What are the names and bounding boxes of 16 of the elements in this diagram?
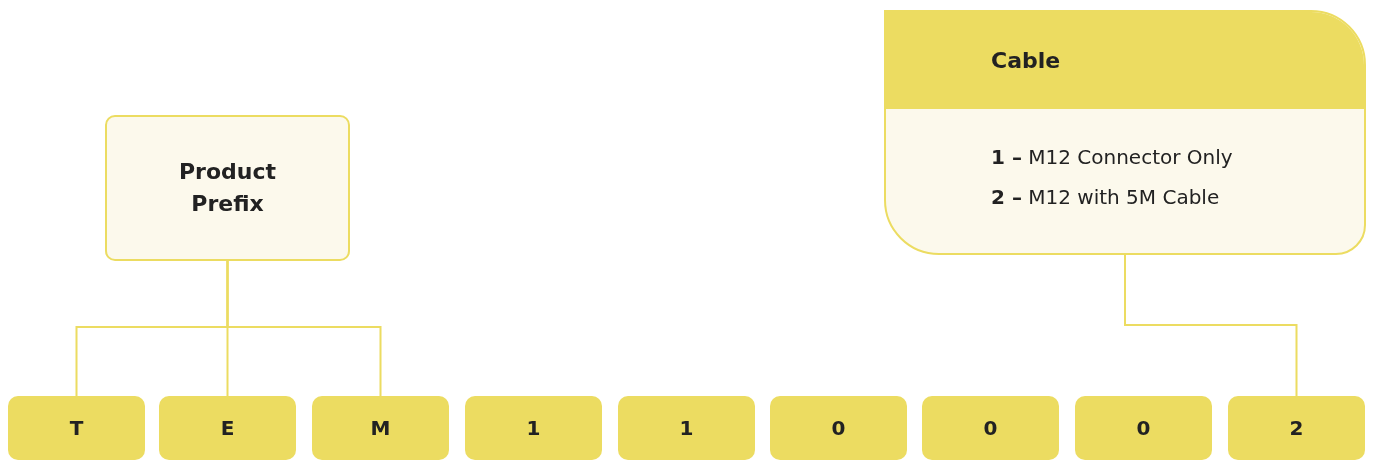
connector-line <box>1124 254 1298 397</box>
card-heading: Cable <box>991 47 1061 75</box>
code-character-box: E <box>159 396 296 460</box>
code-character-box: 0 <box>770 396 907 460</box>
code-character-box: 0 <box>1075 396 1212 460</box>
code-character-box: 1 <box>618 396 755 460</box>
option-card <box>884 10 1366 255</box>
label-box: Product Prefix <box>105 115 350 261</box>
option-text: 2 – M12 with 5M Cable <box>991 184 1221 211</box>
code-character-box: 0 <box>922 396 1059 460</box>
code-character-box: 2 <box>1228 396 1365 460</box>
connector-line <box>226 260 382 397</box>
code-character-box: T <box>8 396 145 460</box>
code-character-box: M <box>312 396 449 460</box>
code-character-box: 1 <box>465 396 602 460</box>
option-text: 1 – M12 Connector Only <box>991 144 1234 171</box>
